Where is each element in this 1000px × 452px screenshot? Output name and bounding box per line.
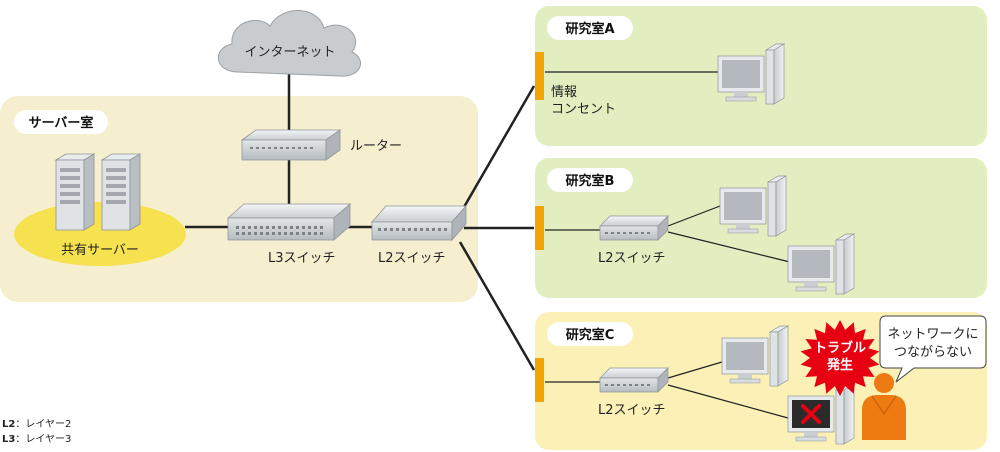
lab-a-outlet bbox=[535, 52, 544, 100]
server-tower-1 bbox=[54, 153, 96, 231]
trouble-text-1: トラブル bbox=[814, 340, 866, 356]
legend-value: ：レイヤー2 bbox=[15, 419, 72, 430]
lab-b-group: 研究室B L2スイッチ bbox=[535, 168, 856, 295]
lab-c-group: 研究室C L2スイッチ bbox=[535, 315, 987, 445]
shared-server-label: 共有サーバー bbox=[61, 243, 139, 258]
lab-b-outlet bbox=[535, 206, 544, 250]
lab-c-switch-label: L2スイッチ bbox=[598, 403, 666, 418]
speech-text-2: つながらない bbox=[894, 345, 972, 360]
lab-b-title: 研究室B bbox=[566, 173, 615, 189]
server-room-title: サーバー室 bbox=[29, 115, 94, 131]
lab-c-l2-switch-device bbox=[599, 367, 669, 393]
l3-switch-device: L3スイッチ bbox=[226, 203, 352, 266]
server-tower-2 bbox=[100, 153, 142, 231]
speech-text-1: ネットワークに bbox=[887, 327, 978, 342]
lab-b-zone bbox=[535, 158, 987, 298]
cloud-label: インターネット bbox=[244, 45, 335, 60]
lab-b-pc-2 bbox=[787, 233, 856, 295]
l3-switch-label: L3スイッチ bbox=[268, 251, 336, 266]
trouble-text-2: 発生 bbox=[826, 357, 853, 373]
lab-cables bbox=[545, 71, 791, 419]
router-device: ルーター bbox=[240, 129, 402, 161]
lab-a-title: 研究室A bbox=[565, 21, 614, 37]
lab-c-outlet bbox=[535, 358, 544, 402]
legend-value: ：レイヤー3 bbox=[15, 434, 72, 445]
lab-c-title-badge bbox=[547, 322, 633, 346]
legend: L2：レイヤー2 L3：レイヤー3 bbox=[2, 417, 71, 447]
legend-key: L2 bbox=[2, 419, 16, 430]
l2-switch-main-device: L2スイッチ bbox=[371, 204, 467, 266]
lab-a-outlet-label-2: コンセント bbox=[551, 102, 616, 117]
trouble-burst: トラブル 発生 bbox=[800, 320, 880, 396]
server-room-group: サーバー室 共有サーバー bbox=[14, 110, 186, 266]
server-room-title-badge bbox=[14, 110, 108, 134]
lab-c-pc-1 bbox=[721, 325, 790, 387]
lab-a-title-badge bbox=[547, 16, 633, 40]
lab-b-l2-switch-device bbox=[599, 215, 669, 241]
lab-b-pc-1 bbox=[719, 175, 788, 237]
l2-switch-main-label: L2スイッチ bbox=[378, 251, 446, 266]
error-cross-icon bbox=[801, 404, 821, 424]
lab-a-outlet-label-1: 情報 bbox=[551, 85, 577, 100]
router-label: ルーター bbox=[350, 139, 402, 154]
lab-a-pc bbox=[717, 43, 786, 105]
speech-bubble: ネットワークに つながらない bbox=[879, 315, 987, 383]
connection-lines bbox=[185, 72, 536, 371]
lab-b-switch-label: L2スイッチ bbox=[598, 251, 666, 266]
internet-cloud: インターネット bbox=[217, 10, 361, 77]
lab-c-title: 研究室C bbox=[566, 327, 615, 343]
legend-item-l3: L3：レイヤー3 bbox=[2, 432, 71, 447]
lab-b-title-badge bbox=[547, 168, 633, 192]
legend-item-l2: L2：レイヤー2 bbox=[2, 417, 71, 432]
lab-a-group: 研究室A 情報 コンセント bbox=[535, 16, 786, 117]
legend-key: L3 bbox=[2, 434, 16, 445]
user-person-icon bbox=[862, 373, 906, 440]
